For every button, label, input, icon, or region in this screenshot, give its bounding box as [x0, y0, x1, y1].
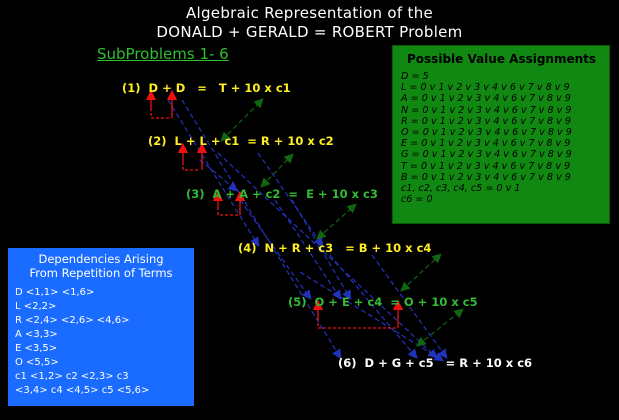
possible-values-heading: Possible Value Assignments — [407, 52, 597, 66]
dependencies-heading-1: Dependencies Arising — [38, 252, 164, 266]
blue-arrow — [274, 199, 342, 301]
dependencies-heading-2: From Repetition of Terms — [29, 266, 173, 280]
value-row: L = 0 v 1 v 2 v 3 v 4 v 6 v 7 v 8 v 9 — [401, 82, 570, 94]
value-row: B = 0 v 1 v 2 v 3 v 4 v 6 v 7 v 8 v 9 — [401, 171, 571, 183]
blue-arrow — [239, 199, 312, 300]
equation-6: (6) D + G + c5 = R + 10 x c6 — [338, 356, 533, 370]
green-arrow — [416, 308, 464, 347]
value-row: O = 0 v 1 v 2 v 3 v 4 v 6 v 7 v 8 v 9 — [401, 127, 572, 139]
blue-arrow — [299, 271, 445, 362]
value-row: N = 0 v 1 v 2 v 3 v 4 v 6 v 7 v 8 v 9 — [401, 104, 572, 116]
equation-2: (2) L + L + c1 = R + 10 x c2 — [148, 134, 334, 148]
equation-5: (5) O + E + c4 = O + 10 x c5 — [288, 295, 478, 309]
value-row: T = 0 v 1 v 2 v 3 v 4 v 6 v 7 v 8 v 9 — [401, 160, 571, 172]
red-arrow-group — [145, 89, 404, 329]
possible-values-panel: Possible Value Assignments D = 5 L = 0 v… — [392, 45, 610, 224]
blue-arrow — [181, 99, 342, 360]
dependencies-panel: Dependencies Arising From Repetition of … — [8, 248, 194, 406]
blue-arrow-group — [167, 99, 448, 362]
value-row: G = 0 v 1 v 2 v 3 v 4 v 6 v 7 v 8 v 9 — [401, 149, 572, 161]
blue-arrow — [329, 254, 418, 359]
red-connector — [217, 207, 238, 216]
dependency-row: D <1,1> <1,6> — [15, 287, 95, 298]
green-arrow — [260, 153, 294, 188]
dependency-row: A <3,3> — [15, 329, 58, 340]
title-line-2: DONALD + GERALD = ROBERT Problem — [156, 23, 463, 41]
dependency-row: <3,4> c4 <4,5> c5 <5,6> — [15, 385, 150, 396]
dependencies-list: D <1,1> <1,6> L <2,2> R <2,4> <2,6> <4,6… — [15, 286, 149, 398]
dependency-row: E <3,5> — [15, 343, 58, 354]
equation-1: (1) D + D = T + 10 x c1 — [122, 81, 291, 95]
dependency-row: R <2,4> <2,6> <4,6> — [15, 315, 130, 326]
value-row: c1, c2, c3, c4, c5 = 0 v 1 — [401, 183, 521, 195]
value-row: R = 0 v 1 v 2 v 3 v 4 v 6 v 7 v 8 v 9 — [401, 115, 571, 127]
dependency-row: L <2,2> — [15, 301, 57, 312]
possible-values-list: D = 5 L = 0 v 1 v 2 v 3 v 4 v 6 v 7 v 8 … — [401, 71, 572, 205]
blue-arrow — [167, 99, 260, 248]
red-connector — [150, 108, 170, 119]
green-arrow — [220, 98, 264, 142]
green-arrow-group — [220, 98, 464, 347]
value-row: E = 0 v 1 v 2 v 3 v 4 v 6 v 7 v 8 v 9 — [401, 138, 571, 150]
subproblems-heading: SubProblems 1- 6 — [97, 45, 229, 63]
blue-arrow — [217, 152, 438, 359]
dependency-row: O <5,5> — [15, 357, 59, 368]
value-row: c6 = 0 — [401, 194, 433, 206]
green-arrow — [316, 203, 357, 240]
title-line-1: Algebraic Representation of the — [185, 4, 434, 22]
value-row: D = 5 — [401, 71, 429, 82]
green-arrow — [400, 253, 442, 292]
dependency-row: c1 <1,2> c2 <2,3> c3 — [15, 371, 129, 382]
blue-arrow — [291, 199, 352, 301]
value-row: A = 0 v 1 v 2 v 3 v 4 v 6 v 7 v 8 v 9 — [401, 93, 571, 105]
equation-3: (3) A + A + c2 = E + 10 x c3 — [186, 187, 378, 201]
equation-4: (4) N + R + c3 = B + 10 x c4 — [238, 241, 432, 255]
red-connector — [182, 162, 200, 171]
red-connector — [317, 318, 398, 329]
